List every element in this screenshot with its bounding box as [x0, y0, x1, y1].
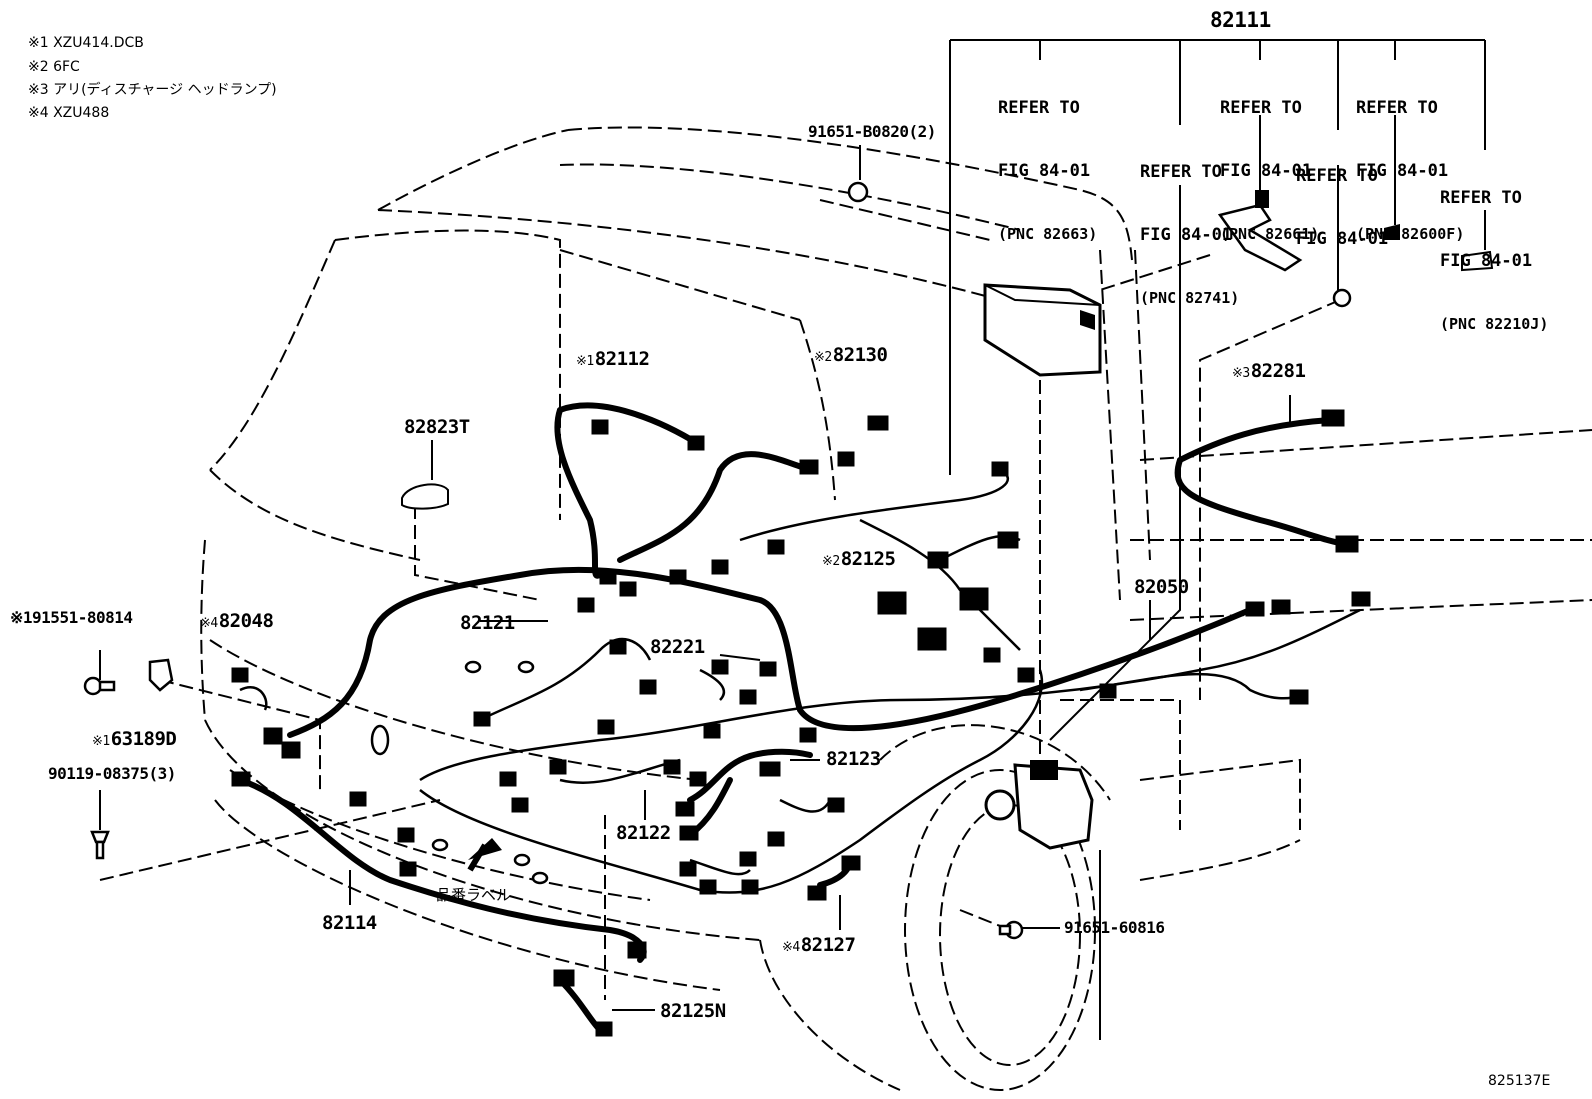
- part-label-82123: 82123: [826, 748, 881, 770]
- refer-block-82663: REFER TO FIG 84-01 (PNC 82663): [998, 56, 1097, 266]
- part-label-82130: ※282130: [814, 344, 888, 366]
- part-label-82111: 82111: [1210, 8, 1271, 32]
- refer-line-1: REFER TO: [1296, 166, 1378, 186]
- refer-pnc: (PNC 82210J): [1440, 315, 1549, 333]
- variant-mark: ※3: [1232, 366, 1250, 381]
- variant-mark: ※1: [92, 734, 110, 749]
- part-number: 82281: [1250, 360, 1306, 382]
- refer-block-no-pnc: REFER TO FIG 84-01: [1296, 124, 1388, 271]
- refer-line-1: REFER TO: [1356, 98, 1438, 118]
- part-label-63189d: ※163189D: [92, 728, 177, 750]
- connectors: [231, 409, 1371, 1037]
- refer-block-82600f: REFER TO FIG 84-01 (PNC 82600F): [1356, 56, 1464, 266]
- refer-block-82210j: REFER TO FIG 84-01 (PNC 82210J): [1440, 146, 1548, 356]
- refer-line-2: FIG 84-01: [998, 161, 1091, 181]
- part-number: 82112: [594, 348, 650, 370]
- part-number: 82125: [840, 548, 896, 570]
- refer-line-2: FIG 84-01: [1140, 225, 1233, 245]
- part-label-82121: 82121: [460, 612, 515, 634]
- refer-pnc: (PNC 82741): [1140, 289, 1240, 307]
- part-label-91651-b0820: 91651-B0820(2): [808, 122, 936, 141]
- leader-lines: [99, 39, 1486, 1040]
- refer-line-2: FIG 84-01: [1220, 161, 1313, 181]
- refer-line-1: REFER TO: [1440, 188, 1522, 208]
- variant-mark: ※2: [822, 554, 840, 569]
- variant-mark: ※4: [200, 616, 218, 631]
- variant-note-4: ※4 XZU488: [28, 105, 110, 121]
- part-label-82221: 82221: [650, 636, 705, 658]
- wire-harness: [237, 402, 1353, 1033]
- truck-cab-outline: [99, 126, 1592, 1091]
- part-label-90119-08375: 90119-08375(3): [48, 764, 176, 783]
- part-number: 63189D: [110, 728, 177, 750]
- part-number: 82127: [800, 934, 856, 956]
- figure-id: 825137E: [1488, 1073, 1551, 1089]
- refer-line-2: FIG 84-01: [1296, 229, 1389, 249]
- variant-note-3: ※3 アリ(ディスチャージ ヘッドランプ): [28, 82, 277, 98]
- refer-pnc: (PNC 82600F): [1356, 225, 1465, 243]
- part-label-191551-80814: ※191551-80814: [10, 608, 133, 627]
- refer-line-1: REFER TO: [1140, 162, 1222, 182]
- refer-line-2: FIG 84-01: [1356, 161, 1449, 181]
- refer-block-82741: REFER TO FIG 84-01 (PNC 82741): [1140, 120, 1239, 330]
- part-label-82125: ※282125: [822, 548, 896, 570]
- part-label-82122: 82122: [616, 822, 671, 844]
- part-number: 82048: [218, 610, 274, 632]
- refer-line-1: REFER TO: [1220, 98, 1302, 118]
- part-label-82112: ※182112: [576, 348, 650, 370]
- refer-pnc: (PNC 82661): [1220, 225, 1320, 243]
- components: [83, 181, 1494, 940]
- part-label-82281: ※382281: [1232, 360, 1306, 382]
- part-label-82050: 82050: [1134, 576, 1189, 598]
- variant-mark: ※2: [814, 350, 832, 365]
- part-label-82048: ※482048: [200, 610, 274, 632]
- part-label-91651-60816: 91651-60816: [1064, 918, 1165, 937]
- refer-block-82661: REFER TO FIG 84-01 (PNC 82661): [1220, 56, 1319, 266]
- part-label-82127: ※482127: [782, 934, 856, 956]
- refer-line-1: REFER TO: [998, 98, 1080, 118]
- variant-note-2: ※2 6FC: [28, 59, 80, 75]
- part-label-82823t: 82823T: [404, 416, 470, 438]
- part-number: 82130: [832, 344, 888, 366]
- refer-pnc: (PNC 82663): [998, 225, 1098, 243]
- variant-mark: ※1: [576, 354, 594, 369]
- part-label-82125n: 82125N: [660, 1000, 726, 1022]
- variant-note-1: ※1 XZU414.DCB: [28, 35, 144, 51]
- refer-line-2: FIG 84-01: [1440, 251, 1533, 271]
- part-label-82114: 82114: [322, 912, 377, 934]
- part-number-label-note: 品番ラベル: [436, 886, 512, 904]
- variant-mark: ※4: [782, 940, 800, 955]
